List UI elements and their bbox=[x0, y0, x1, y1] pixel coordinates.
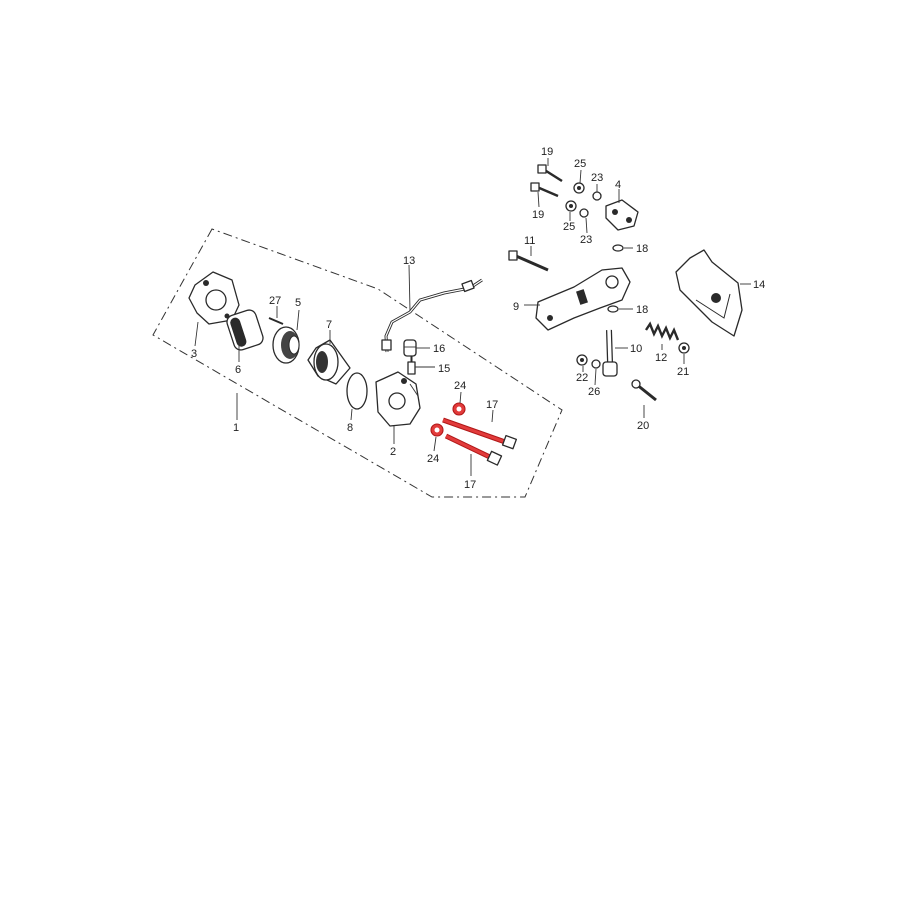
highlighted-washer-lower bbox=[430, 423, 444, 437]
callout-2: 2 bbox=[390, 446, 396, 458]
spring-nut-part bbox=[678, 342, 690, 354]
seal-ring-part bbox=[346, 372, 368, 410]
callout-23a: 23 bbox=[591, 172, 603, 184]
callout-3: 3 bbox=[191, 348, 197, 360]
callout-16: 16 bbox=[433, 343, 445, 355]
highlighted-washer-upper bbox=[452, 402, 466, 416]
callout-8: 8 bbox=[347, 422, 353, 434]
callout-22: 22 bbox=[576, 372, 588, 384]
nut-upper bbox=[573, 182, 585, 194]
rod-nut-part bbox=[576, 354, 588, 366]
piston-part bbox=[307, 339, 351, 385]
callout-15: 15 bbox=[438, 363, 450, 375]
heel-guard-part bbox=[675, 249, 743, 337]
callout-6: 6 bbox=[235, 364, 241, 376]
callout-24b: 24 bbox=[427, 453, 439, 465]
brake-pipe-part bbox=[381, 278, 483, 353]
clip-lower bbox=[607, 305, 619, 313]
callout-5: 5 bbox=[295, 297, 301, 309]
callout-21: 21 bbox=[677, 366, 689, 378]
callout-7: 7 bbox=[326, 319, 332, 331]
callout-20: 20 bbox=[637, 420, 649, 432]
clip-upper bbox=[612, 244, 624, 252]
callout-10: 10 bbox=[630, 343, 642, 355]
callout-14: 14 bbox=[753, 279, 765, 291]
callout-24a: 24 bbox=[454, 380, 466, 392]
highlighted-bolt-lower bbox=[444, 433, 503, 466]
rod-washer-part bbox=[591, 359, 601, 369]
callout-labels: 1 2 3 4 5 6 7 8 9 10 11 12 13 14 15 16 1… bbox=[191, 146, 765, 491]
callout-25b: 25 bbox=[563, 221, 575, 233]
nut-lower bbox=[565, 200, 577, 212]
adjuster-stud-part bbox=[631, 379, 657, 402]
caliper-body-part bbox=[375, 371, 421, 427]
pin-part bbox=[268, 317, 284, 325]
callout-17b: 17 bbox=[464, 479, 476, 491]
pivot-bolt-part bbox=[508, 250, 549, 272]
push-rod-part bbox=[602, 329, 618, 377]
callout-23b: 23 bbox=[580, 234, 592, 246]
callout-19a: 19 bbox=[541, 146, 553, 158]
callout-12: 12 bbox=[655, 352, 667, 364]
washer-lower bbox=[579, 208, 589, 218]
return-spring-part bbox=[645, 321, 680, 341]
brake-pedal-arm-part bbox=[535, 267, 631, 331]
pedal-bracket-part bbox=[605, 199, 639, 231]
caliper-bracket-part bbox=[188, 271, 240, 325]
assembly-outline bbox=[152, 228, 563, 498]
callout-26: 26 bbox=[588, 386, 600, 398]
bleed-screw-part bbox=[407, 356, 416, 375]
callout-25a: 25 bbox=[574, 158, 586, 170]
callout-19b: 19 bbox=[532, 209, 544, 221]
callout-18b: 18 bbox=[636, 304, 648, 316]
callout-9: 9 bbox=[513, 301, 519, 313]
callout-11: 11 bbox=[524, 235, 535, 247]
callout-13: 13 bbox=[403, 255, 415, 267]
callout-17a: 17 bbox=[486, 399, 498, 411]
callout-18a: 18 bbox=[636, 243, 648, 255]
callout-4: 4 bbox=[615, 179, 621, 191]
brake-pad-part bbox=[226, 309, 264, 351]
seal-housing-part bbox=[272, 326, 300, 364]
washer-upper bbox=[592, 191, 602, 201]
callout-27: 27 bbox=[269, 295, 281, 307]
small-bolt-lower bbox=[530, 182, 559, 198]
bleed-cap-part bbox=[403, 339, 417, 357]
leader-lines bbox=[194, 158, 751, 476]
highlighted-bolt-upper bbox=[442, 417, 517, 450]
small-bolt-upper bbox=[537, 164, 563, 183]
callout-1: 1 bbox=[233, 422, 239, 434]
